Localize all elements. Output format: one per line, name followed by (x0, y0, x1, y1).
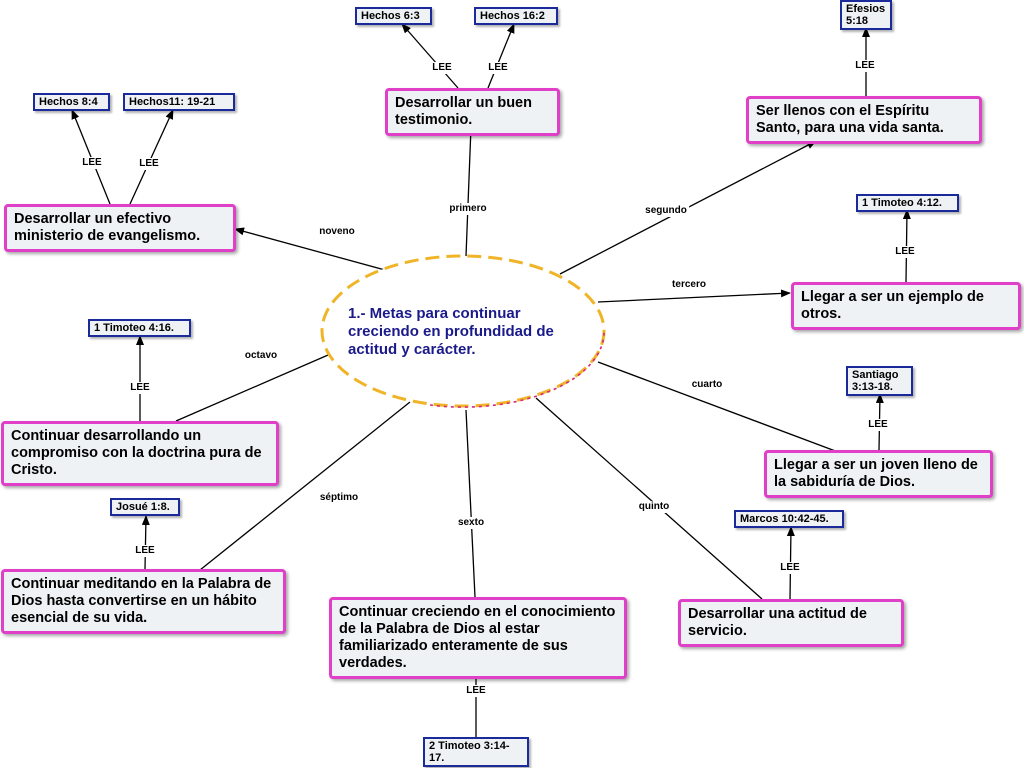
connector-line (175, 351, 336, 422)
connector-line (465, 409, 476, 598)
edge-label-lee: LEE (80, 157, 104, 169)
ref-marcos-10-42[interactable]: Marcos 10:42-45. (734, 510, 844, 528)
edge-label-lee: LEE (866, 419, 890, 431)
ref-2-timoteo-3-14[interactable]: 2 Timoteo 3:14-17. (423, 737, 529, 767)
edge-label-quinto: quinto (636, 501, 672, 513)
ref-1-timoteo-4-12[interactable]: 1 Timoteo 4:12. (856, 194, 959, 212)
connector-line (401, 23, 459, 89)
edge-label-sexto: sexto (455, 517, 487, 529)
goal-cuarto[interactable]: Llegar a ser un joven lleno de la sabidu… (764, 450, 993, 498)
edge-label-lee: LEE (137, 158, 161, 170)
connector-line (141, 515, 150, 570)
goal-septimo[interactable]: Continuar meditando en la Palabra de Dio… (1, 569, 286, 634)
ref-1-timoteo-4-16[interactable]: 1 Timoteo 4:16. (88, 319, 191, 337)
connector-line (597, 289, 791, 303)
edge-label-lee: LEE (778, 562, 802, 574)
goal-primero[interactable]: Desarrollar un buen testimonio. (385, 88, 560, 136)
edge-label-primero: primero (447, 203, 489, 215)
edge-label-octavo: octavo (242, 350, 280, 362)
central-topic-ellipse[interactable] (320, 254, 606, 408)
goal-noveno[interactable]: Desarrollar un efectivo ministerio de ev… (4, 204, 236, 252)
edge-label-lee: LEE (486, 62, 510, 74)
edge-label-cuarto: cuarto (689, 379, 725, 391)
edge-label-lee: LEE (133, 545, 157, 557)
edge-label-noveno: noveno (317, 226, 357, 238)
ref-santiago-3-13[interactable]: Santiago 3:13-18. (846, 366, 913, 396)
edge-label-lee: LEE (430, 62, 454, 74)
connector-line (597, 361, 839, 453)
central-topic-text: 1.- Metas para continuar creciendo en pr… (348, 305, 554, 358)
edge-label-septimo: séptimo (317, 492, 361, 504)
ref-josue-1-8[interactable]: Josué 1:8. (110, 498, 180, 516)
goal-tercero[interactable]: Llegar a ser un ejemplo de otros. (791, 282, 1021, 330)
goal-segundo[interactable]: Ser llenos con el Espíritu Santo, para u… (746, 96, 982, 144)
ref-hechos-6-3[interactable]: Hechos 6:3 (355, 7, 432, 25)
ref-hechos-8-4[interactable]: Hechos 8:4 (33, 93, 110, 111)
edge-label-lee: LEE (893, 246, 917, 258)
connector-line (234, 227, 386, 271)
goal-octavo[interactable]: Continuar desarrollando un compromiso co… (1, 421, 279, 486)
connector-line (487, 23, 515, 89)
ref-efesios-5-18[interactable]: Efesios 5:18 (840, 0, 892, 30)
connector-line (199, 401, 411, 571)
central-topic-accent (429, 330, 605, 408)
connector-line (129, 109, 174, 205)
connector-line (465, 126, 475, 257)
edge-label-lee: LEE (853, 60, 877, 72)
connector-line (535, 397, 763, 600)
edge-label-segundo: segundo (643, 205, 689, 217)
edge-label-tercero: tercero (670, 279, 708, 291)
edge-label-lee: LEE (464, 685, 488, 697)
goal-sexto[interactable]: Continuar creciendo en el conocimiento d… (329, 597, 627, 679)
ref-hechos-16-2[interactable]: Hechos 16:2 (474, 7, 558, 25)
ref-hechos-11-19[interactable]: Hechos11: 19-21 (123, 93, 235, 111)
goal-quinto[interactable]: Desarrollar una actitud de servicio. (678, 599, 904, 647)
edge-label-lee: LEE (128, 382, 152, 394)
